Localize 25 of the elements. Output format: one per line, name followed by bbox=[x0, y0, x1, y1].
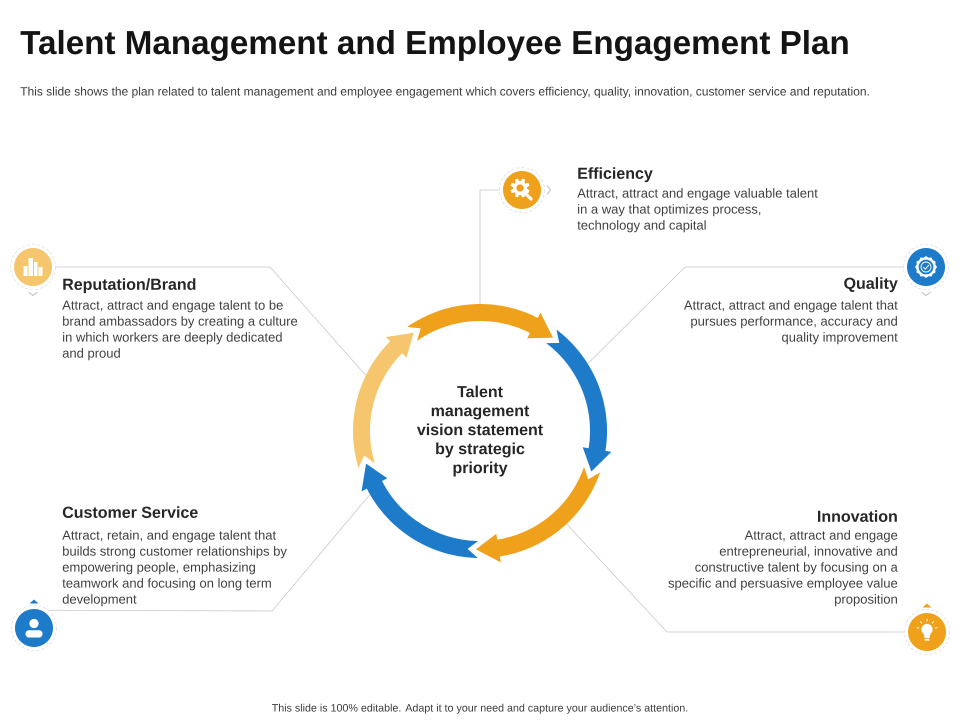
body-text: Attract, attract and engage valuable talent in a way that optimizes process, technology and capital bbox=[577, 188, 818, 232]
footer-note: This slide is 100% editable. Adapt it to your need and capture your audience’s attention. bbox=[272, 704, 688, 714]
body-text: Attract, attract and engage talent to be brand ambassadors by creating a culture in which workers are deeply dedicated and proud bbox=[62, 300, 298, 360]
heading: Customer Service bbox=[62, 506, 198, 518]
leader-line bbox=[587, 266, 904, 364]
cycle-ring bbox=[353, 304, 612, 562]
body-text: Attract, attract and engage talent that pursues performance, accuracy and quality improvement bbox=[684, 300, 898, 344]
heading: Quality bbox=[844, 277, 898, 292]
building-icon bbox=[10, 244, 56, 296]
body-text: Attract, retain, and engage talent that builds strong customer relationships by empowering people, emphasizing teamwork and focusing on long term development bbox=[62, 530, 287, 606]
center-text: Talent management vision statement by strategic priority bbox=[416, 386, 543, 476]
leader-line bbox=[48, 494, 370, 612]
person-icon bbox=[11, 600, 57, 651]
leader-line bbox=[56, 266, 366, 376]
leader-line bbox=[480, 190, 500, 304]
subtitle-text: This slide shows the plan related to talent management and employee engagement which covers efficiency, quality, innovation, customer service and reputation. bbox=[20, 86, 869, 98]
leader-line bbox=[566, 524, 904, 632]
badge-check-icon bbox=[903, 244, 949, 296]
heading: Reputation/Brand bbox=[63, 278, 196, 294]
heading: Innovation bbox=[818, 510, 897, 522]
slide-title: Talent Management and Employee Engagement Plan bbox=[20, 30, 848, 62]
body-text: Attract, attract and engage entrepreneurial, innovative and constructive talent by focusing on a specific and persuasive employee value proposition bbox=[668, 530, 898, 606]
heading: Efficiency bbox=[578, 167, 653, 182]
lightbulb-icon bbox=[904, 604, 950, 655]
gear-wrench-icon bbox=[499, 167, 552, 213]
